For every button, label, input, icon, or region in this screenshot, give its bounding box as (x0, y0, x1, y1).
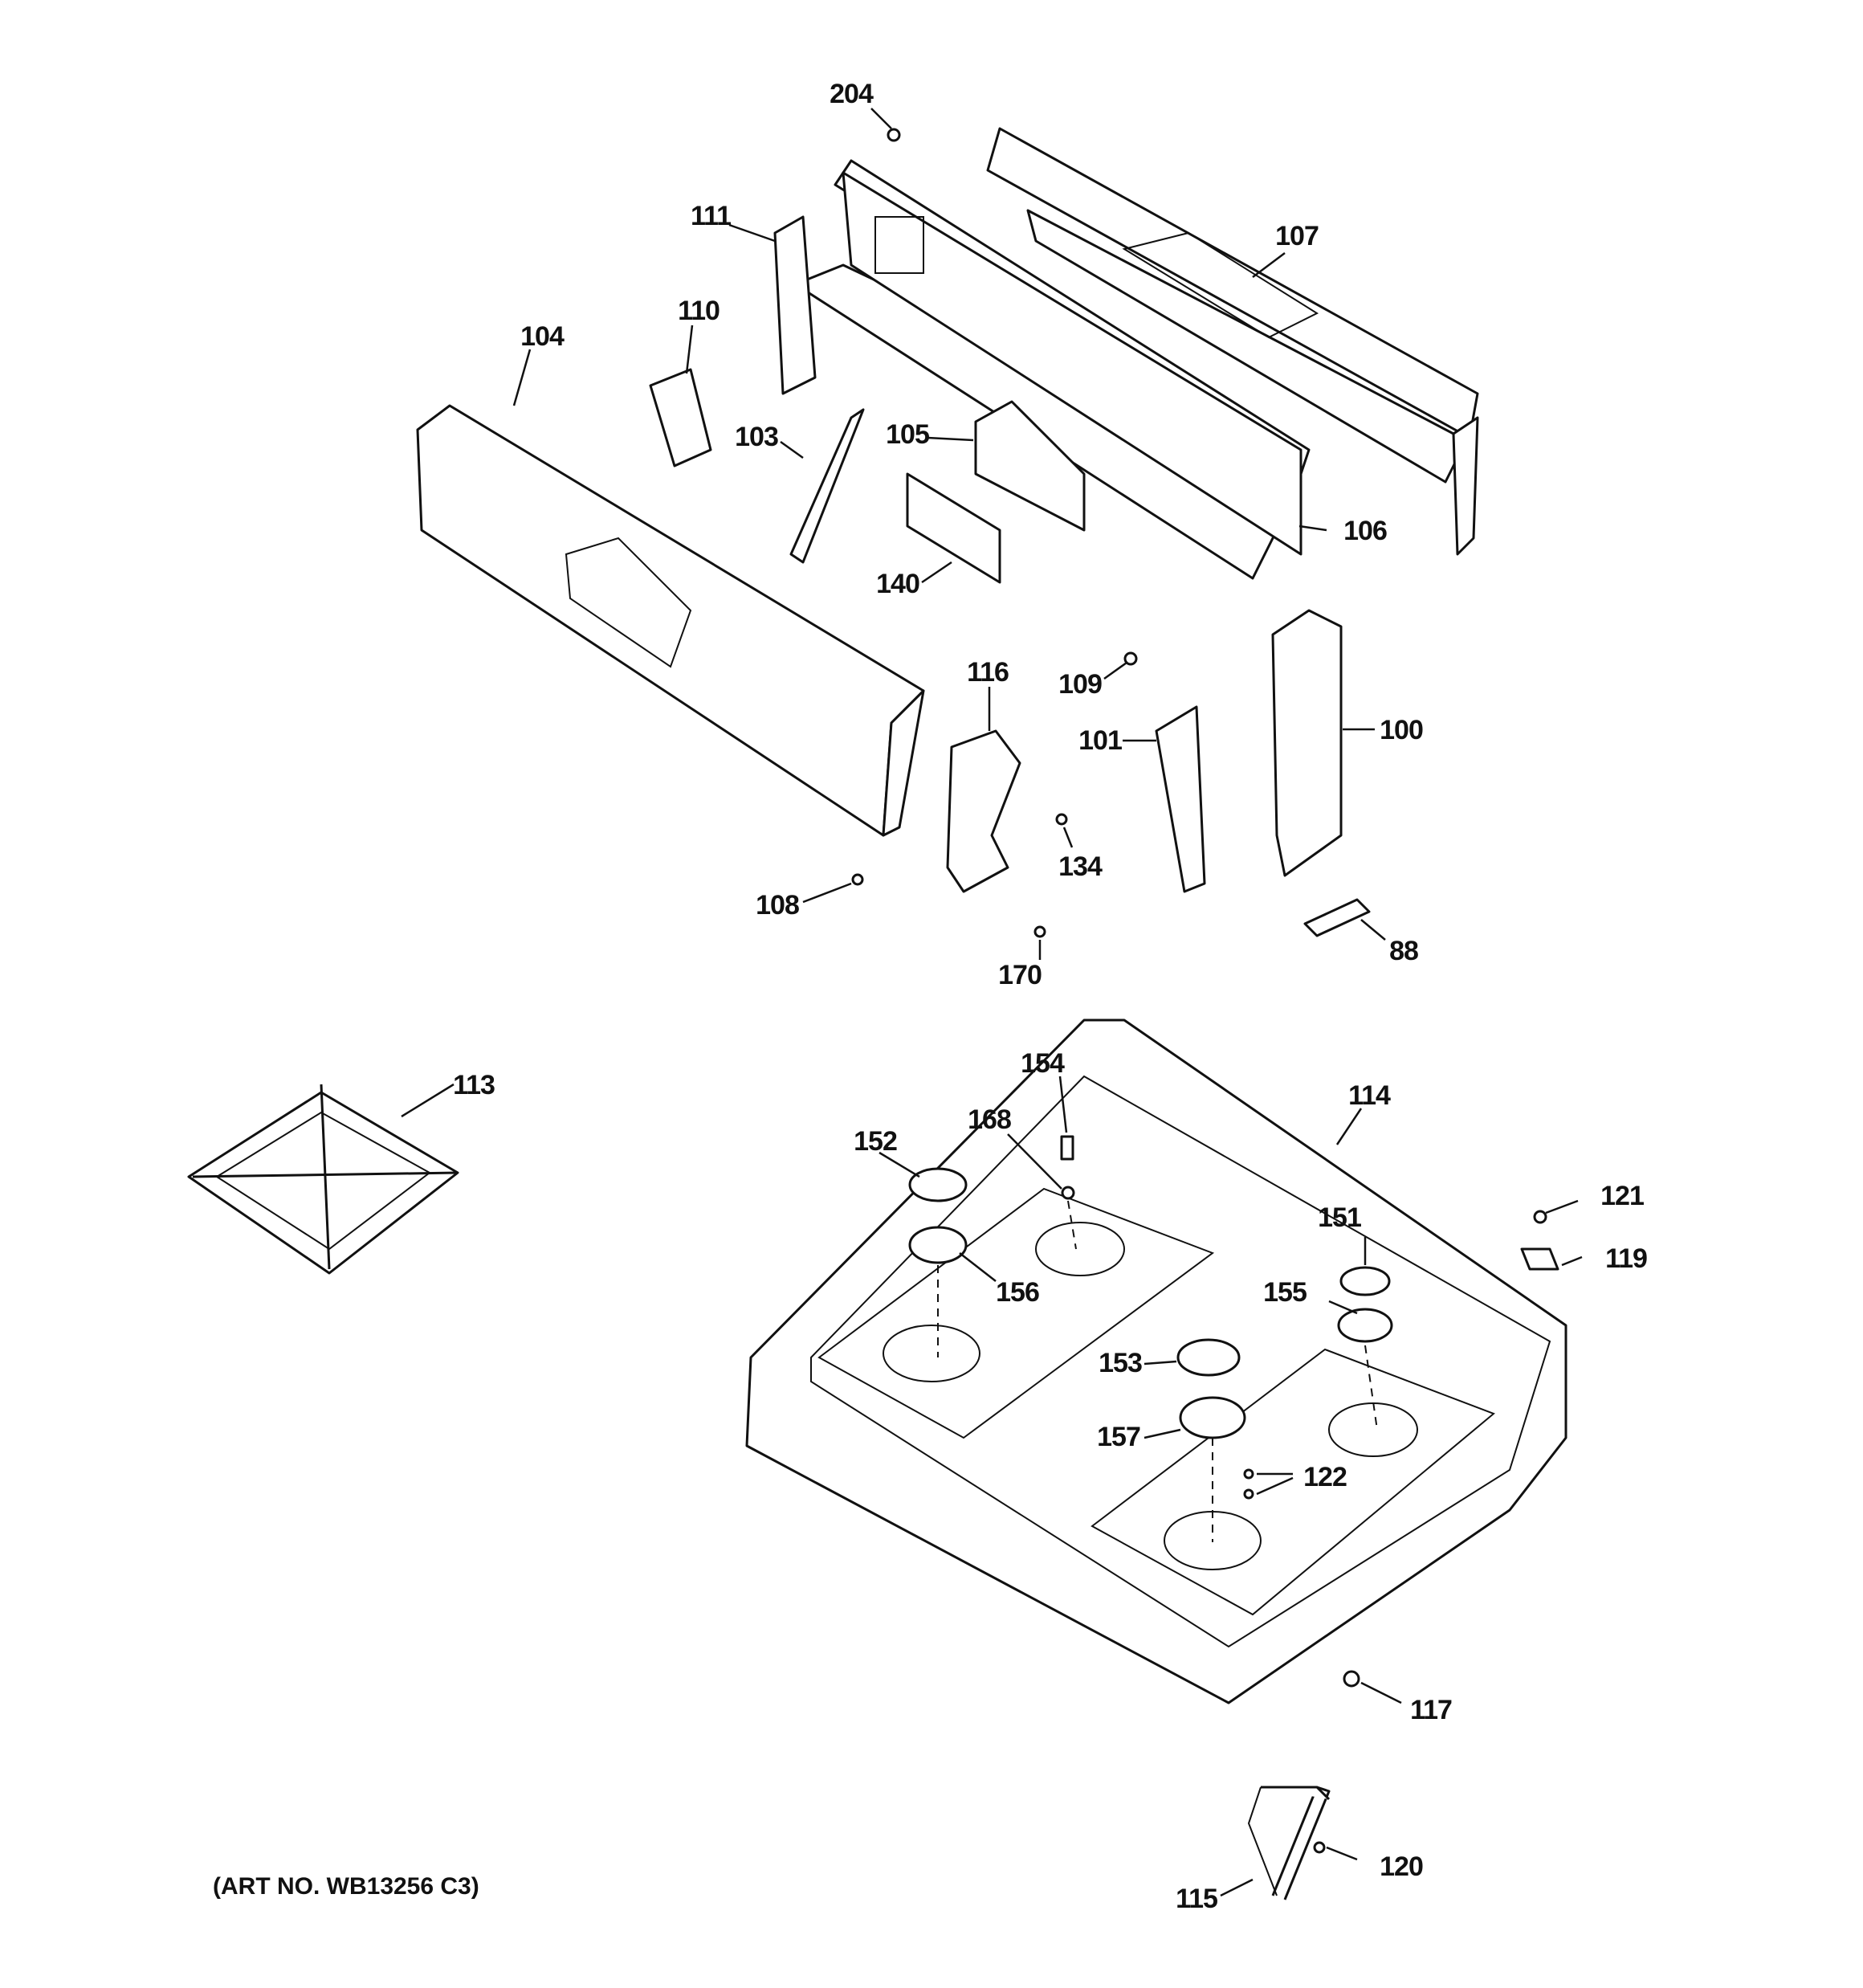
callout-114: 114 (1348, 1080, 1391, 1111)
callout-156: 156 (996, 1277, 1039, 1308)
part-115-bracket (1247, 1786, 1331, 1900)
callout-109: 109 (1058, 669, 1102, 700)
part-107-rear-trim (986, 127, 1479, 556)
part-114-cooktop (745, 1018, 1567, 1704)
callout-104: 104 (520, 321, 565, 352)
callout-100: 100 (1380, 715, 1423, 745)
part-88-clip (1303, 898, 1371, 937)
callout-155: 155 (1263, 1277, 1307, 1308)
callout-113: 113 (453, 1070, 495, 1100)
burner-parts (908, 1135, 1393, 1439)
callout-106: 106 (1343, 516, 1387, 546)
callout-110: 110 (678, 296, 720, 326)
assembly-lines (937, 1200, 1378, 1542)
fasteners-lower (1243, 1210, 1559, 1854)
callout-108: 108 (756, 890, 799, 921)
art-number-caption: (ART NO. WB13256 C3) (213, 1873, 479, 1900)
part-104-control-panel (416, 404, 925, 837)
callout-120: 120 (1380, 1851, 1423, 1882)
part-103-support (789, 408, 865, 564)
fasteners-upper (851, 128, 1138, 938)
callout-134: 134 (1058, 851, 1103, 882)
callout-101: 101 (1078, 725, 1122, 756)
callout-116: 116 (967, 657, 1009, 688)
part-113-grate (187, 1084, 459, 1275)
callout-122: 122 (1303, 1462, 1347, 1492)
part-106-backsplash (801, 159, 1311, 580)
callout-119: 119 (1605, 1243, 1647, 1274)
callout-170: 170 (998, 960, 1042, 990)
callout-152: 152 (854, 1126, 897, 1157)
callout-105: 105 (886, 419, 929, 450)
callout-111: 111 (691, 201, 731, 231)
callout-157: 157 (1097, 1422, 1140, 1452)
callout-103: 103 (735, 422, 778, 452)
part-140-overlay (906, 472, 1001, 584)
part-100-side-trim (1271, 609, 1343, 877)
part-110-switch (649, 368, 712, 467)
part-101-bracket (1155, 705, 1206, 893)
callout-153: 153 (1099, 1348, 1142, 1378)
callout-121: 121 (1600, 1181, 1644, 1211)
callout-117: 117 (1410, 1695, 1452, 1725)
callout-115: 115 (1176, 1884, 1217, 1914)
part-105-control-board (974, 400, 1086, 532)
callout-168: 168 (968, 1104, 1011, 1135)
callout-151: 151 (1318, 1202, 1361, 1233)
leader-lines (401, 108, 1583, 1897)
callout-107: 107 (1275, 221, 1319, 251)
callout-88: 88 (1389, 936, 1418, 966)
callout-labels: 204 111 107 110 104 103 105 106 140 116 … (453, 79, 1648, 1914)
part-111-bracket (773, 215, 817, 395)
callout-204: 204 (830, 79, 874, 109)
callout-140: 140 (876, 569, 919, 599)
part-116-end-cap (946, 729, 1021, 893)
callout-154: 154 (1021, 1048, 1065, 1079)
